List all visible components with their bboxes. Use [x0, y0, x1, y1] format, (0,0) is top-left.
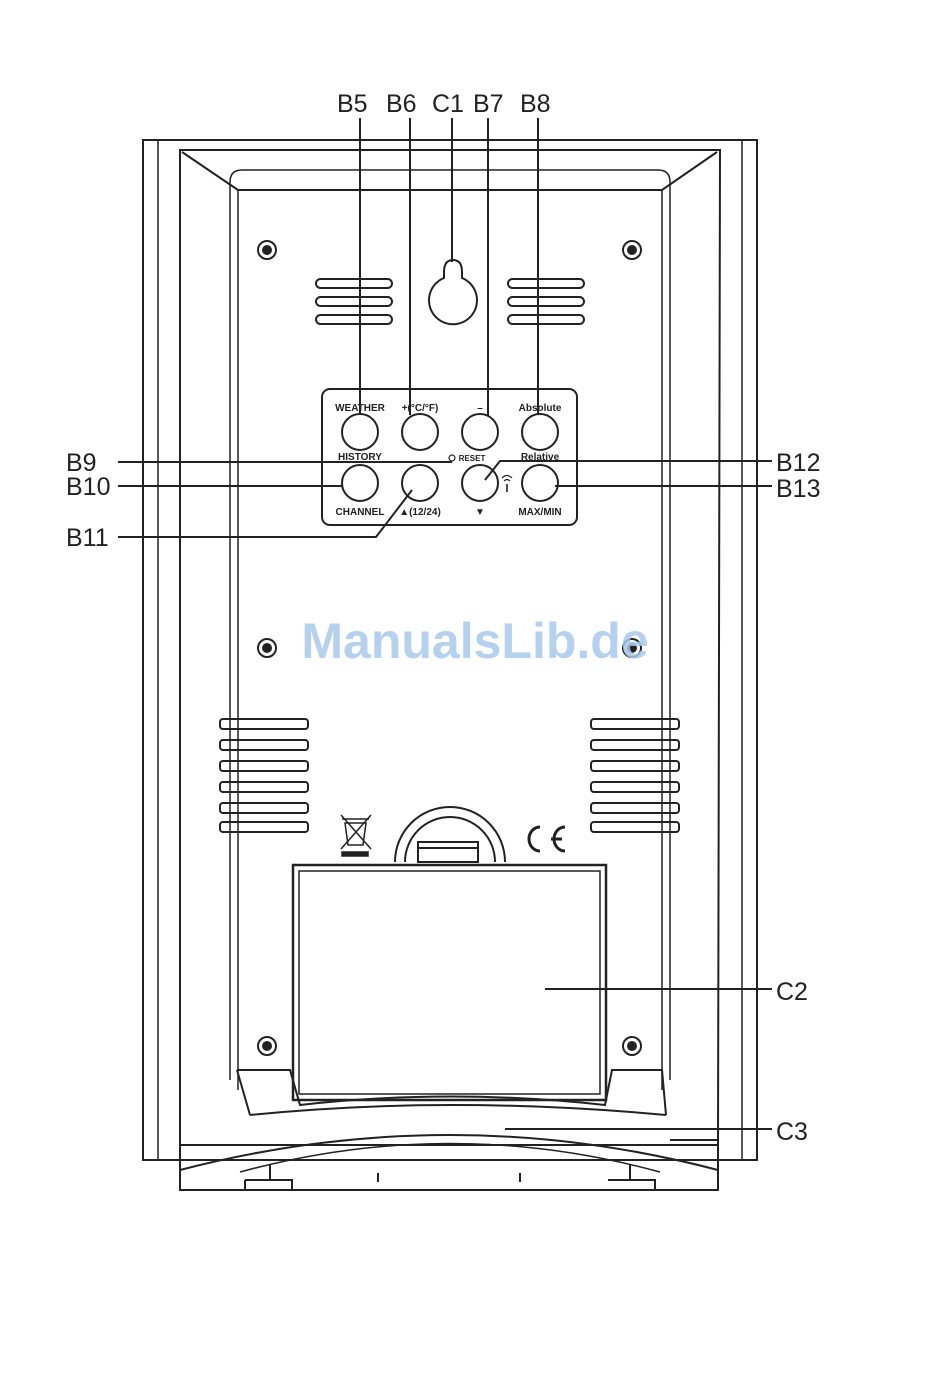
callout-c3: C3 — [776, 1118, 808, 1146]
weather-button[interactable] — [342, 414, 378, 450]
callout-c1: C1 — [432, 90, 464, 118]
label-unit: +(°C/°F) — [402, 403, 439, 414]
callout-b6: B6 — [386, 90, 417, 118]
callout-b7: B7 — [473, 90, 504, 118]
ce-mark-icon — [529, 827, 565, 851]
reset-icon — [449, 455, 455, 461]
battery-cover — [293, 865, 606, 1100]
label-maxmin: MAX/MIN — [518, 507, 561, 518]
label-absolute: Absolute — [519, 403, 562, 414]
top-vents — [316, 279, 584, 324]
callout-b11: B11 — [66, 524, 109, 552]
callout-b8: B8 — [520, 90, 551, 118]
keyhole-icon — [429, 260, 477, 324]
battery-latch — [395, 807, 505, 862]
label-reset: RESET — [459, 454, 486, 463]
weee-bin-icon — [341, 815, 371, 856]
absolute-button[interactable] — [522, 414, 558, 450]
callout-b10: B10 — [66, 473, 110, 501]
label-down: ▼ — [475, 507, 485, 518]
side-vents — [220, 719, 679, 832]
unit-button[interactable] — [402, 414, 438, 450]
label-hour-mode: ▲(12/24) — [399, 507, 441, 518]
callout-b13: B13 — [776, 475, 820, 503]
watermark: ManualsLib.de — [0, 612, 950, 670]
callout-b5: B5 — [337, 90, 368, 118]
minus-button[interactable] — [462, 414, 498, 450]
maxmin-button[interactable] — [522, 465, 558, 501]
signal-icon — [502, 476, 512, 493]
channel-button[interactable] — [342, 465, 378, 501]
callout-c2: C2 — [776, 978, 808, 1006]
label-channel: CHANNEL — [336, 507, 385, 518]
label-minus: – — [477, 403, 483, 414]
callout-b12: B12 — [776, 449, 820, 477]
